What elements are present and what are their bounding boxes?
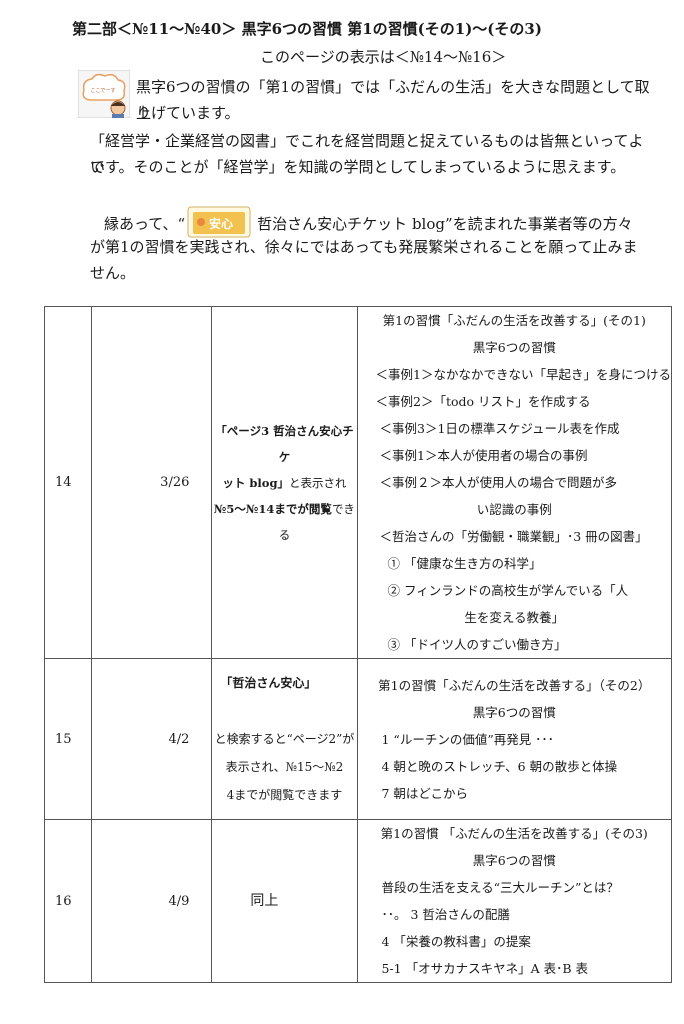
row-items: 第1の習慣「ふだんの生活を改善する」（その2） 黒字6つの習慣 1 “ルーチンの… [356,658,672,820]
list-item: 生を変える教養」 [464,610,565,625]
mascot-caption: ここでーす [90,88,115,94]
list-item: 黒字6つの習慣 [472,340,556,355]
intro-paragraph-3-suffix: 哲治さん安心チケット blog”を読まれた事業者等の方々 [257,215,633,233]
list-item: ① 「健康な生き方の科学」 [387,556,542,571]
list-item: 黒字6つの習慣 [472,704,556,720]
row-note: 「ページ3 哲治さん安心チケ ット blog」と表示され №5～№14までが閲覧… [211,306,358,659]
list-item: 第1の習慣「ふだんの生活を改善する」(その1) [382,313,646,328]
list-item: ＜哲治さんの「労働観・職業観」･3 冊の図書」 [379,529,648,544]
list-item: ＜事例2＞「todo リスト」を作成する [375,394,591,409]
note-bold-text: 「哲治さん安心」 [220,676,317,690]
table-row: 15 4/2 「哲治さん安心」 と検索すると“ページ2”が 表示され、№15～№… [43,658,672,820]
note-text: と表示され [289,475,347,490]
list-item: ＜事例1＞なかなかできない「早起き」を身につける [375,367,671,382]
intro-paragraph-3-line-3: せん。 [90,264,136,282]
list-item: 4 朝と晩のストレッチ、6 朝の散歩と体操 [381,758,618,774]
list-item: 黒字6つの習慣 [472,853,556,868]
list-item: 1 “ルーチンの価値”再発見 ･･･ [381,731,554,747]
row-number: 15 [43,658,93,820]
intro-paragraph-2-line-2: です。そのことが「経営学」を知識の学問としてしまっているように思えます。 [90,158,626,176]
row-date: 4/2 [91,658,213,820]
row-number: 16 [43,819,93,983]
list-item: ＜事例1＞本人が使用者の場合の事例 [379,448,588,463]
note-text-3: できる [278,501,355,542]
row-note: 同上 [211,819,358,983]
row-items: 第1の習慣 「ふだんの生活を改善する」(その3) 黒字6つの習慣 普段の生活を支… [356,819,672,983]
note-text: 同上 [250,893,279,909]
note-bold-text: 「ページ3 哲治さん安心チケ [215,423,354,464]
intro-paragraph-3-line-1: 縁あって、“ 安心 哲治さん安心チケット blog”を読まれた事業者等の方々 [104,206,664,242]
schedule-table: 14 3/26 「ページ3 哲治さん安心チケ ット blog」と表示され №5～… [43,306,672,983]
note-bold-text-2: ット blog」 [222,475,289,490]
list-item: ＜事例２＞本人が使用人の場合で問題が多 [379,475,618,490]
list-item: ③ 「ドイツ人のすごい働き方」 [387,637,567,652]
intro-paragraph-1-line-1: 黒字6つの習慣の「第1の習慣」では「ふだんの生活」を大きな問題として取り [136,78,650,122]
row-date: 3/26 [91,306,213,659]
anshin-badge-text: 安心 [209,216,233,231]
anshin-ticket-badge: 安心 [187,204,251,238]
row-items: 第1の習慣「ふだんの生活を改善する」(その1) 黒字6つの習慣 ＜事例1＞なかな… [356,306,672,659]
intro-paragraph-3-prefix: 縁あって、“ [104,215,186,233]
table-row: 16 4/9 同上 第1の習慣 「ふだんの生活を改善する」(その3) 黒字6つの… [43,819,672,983]
mascot-image: ここでーす [77,69,131,119]
row-date: 4/9 [91,819,213,983]
note-bold-text-3: №5～№14までが閲覧 [213,501,332,516]
list-item: 第1の習慣 「ふだんの生活を改善する」(その3) [380,826,648,841]
note-text: 4までが閲覧できます [226,788,343,802]
row-note: 「哲治さん安心」 と検索すると“ページ2”が 表示され、№15～№2 4までが閲… [211,658,358,820]
list-item: 5-1 「オサカナスキヤネ」A 表･B 表 [381,961,589,976]
list-item: ＜事例3＞1日の標準スケジュール表を作成 [379,421,620,436]
intro-paragraph-1-line-2: 上げています。 [136,104,240,122]
page-subtitle: このページの表示は＜№14～№16＞ [260,48,507,66]
list-item: 4 「栄養の教科書」の提案 [381,934,531,949]
table-row: 14 3/26 「ページ3 哲治さん安心チケ ット blog」と表示され №5～… [43,306,672,659]
list-item: ② フィンランドの高校生が学んでいる「人 [387,583,629,598]
list-item: い認識の事例 [476,502,552,517]
list-item: 普段の生活を支える“三大ルーチン”とは？ [381,880,619,895]
intro-paragraph-3-line-2: が第1の習慣を実践され、徐々にではあっても発展繁栄されることを願って止みま [90,238,638,256]
list-item: ･･。 3 哲治さんの配膳 [381,907,510,922]
note-text: 表示され、№15～№2 [225,760,344,774]
list-item: 7 朝はどこから [381,785,469,801]
intro-paragraph-2-line-1: 「経営学・企業経営の図書」でこれを経営問題と捉えているものは皆無といってよい [90,132,644,176]
row-number: 14 [43,306,93,659]
note-text: と検索すると“ページ2”が [214,732,355,746]
page-title: 第二部＜№11～№40＞ 黒字6つの習慣 第1の習慣(その1)～(その3) [72,20,542,38]
list-item: 第1の習慣「ふだんの生活を改善する」（その2） [378,677,651,693]
